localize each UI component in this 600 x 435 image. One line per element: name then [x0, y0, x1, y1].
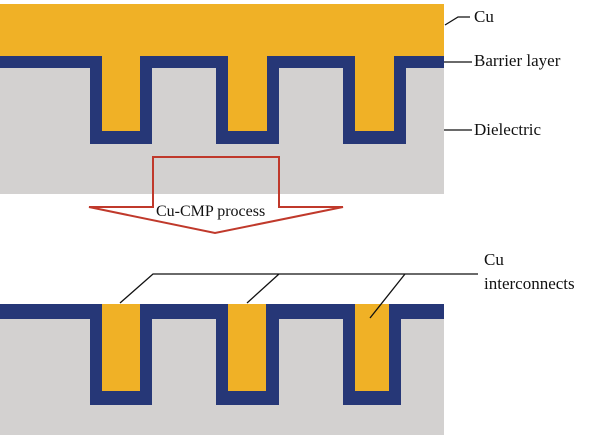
interconnect-leader: [119, 273, 478, 319]
dielectric-label: Dielectric: [474, 120, 542, 139]
interconnects-label-line1: Cu: [484, 250, 504, 269]
barrier-layer-label: Barrier layer: [474, 51, 561, 70]
cu-interconnect-1: [102, 304, 140, 391]
before-cmp-structure: [0, 4, 444, 194]
cu-label: Cu: [474, 7, 494, 26]
copper-overburden: [0, 4, 444, 131]
interconnects-label-line2: interconnects: [484, 274, 575, 293]
process-label: Cu-CMP process: [156, 203, 266, 220]
cu-interconnect-2: [228, 304, 266, 391]
leader-lines: [119, 16, 478, 319]
cu-leader: [444, 16, 470, 26]
cu-interconnect-3: [355, 304, 389, 391]
process-arrow: [88, 156, 344, 235]
after-cmp-structure: [0, 304, 444, 435]
